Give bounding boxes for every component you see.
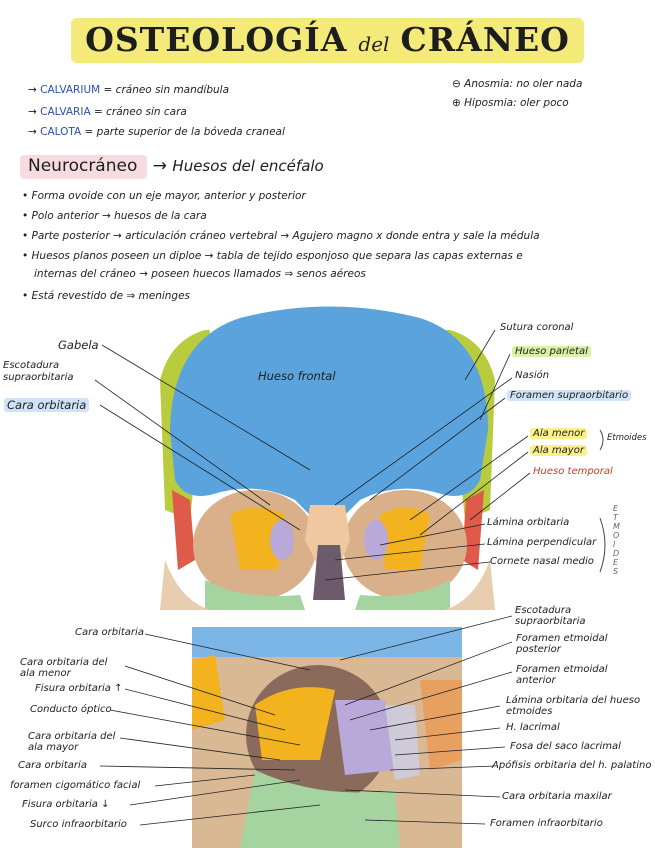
label-hueso-frontal: Hueso frontal [258,369,336,383]
label-cara-orbitaria: Cara orbitaria [4,398,89,412]
label-orbit-ala-mayor: Cara orbitaria del ala mayor [28,731,123,753]
label-sutura-coronal: Sutura coronal [500,322,573,333]
label-foramen-supraorbitario-wrap: Foramen supraorbitario [507,390,631,401]
label-ala-menor-wrap: Ala menor [530,428,587,439]
label-orbit-cara-orbitaria: Cara orbitaria [75,627,144,638]
label-escotadura-supraorbitaria: Escotadura supraorbitaria [3,360,98,384]
ethmoid-left-shape [270,520,294,560]
label-orbit-apofisis-palatino: Apófisis orbitaria del h. palatino [492,760,651,771]
label-hueso-parietal-wrap: Hueso parietal [512,346,591,357]
label-orbit-escotadura: Escotadura supraorbitaria [515,605,630,627]
label-orbit-fisura-superior: Fisura orbitaria ↑ [35,683,122,694]
label-orbit-fosa-saco-lacrimal: Fosa del saco lacrimal [510,741,621,752]
label-orbit-ala-menor: Cara orbitaria del ala menor [20,657,125,679]
label-hueso-parietal: Hueso parietal [512,346,591,357]
label-gabela: Gabela [58,338,99,352]
label-orbit-cara-maxilar: Cara orbitaria maxilar [502,791,612,802]
label-orbit-lamina-orbitaria: Lámina orbitaria del hueso etmoides [506,695,641,717]
frontal-bone-shape [170,307,488,521]
label-orbit-foramen-etmoidal-posterior: Foramen etmoidal posterior [516,633,626,655]
label-etmoides-vertical: ETMOIDES [613,504,621,576]
label-orbit-conducto-optico: Conducto óptico [30,704,112,715]
label-orbit-fisura-inferior: Fisura orbitaria ↓ [22,799,109,810]
label-lamina-perpendicular: Lámina perpendicular [487,537,596,548]
label-cornete-nasal-medio: Cornete nasal medio [490,556,594,567]
label-etmoides-small: Etmoides [607,433,647,443]
label-orbit-foramen-etmoidal-anterior: Foramen etmoidal anterior [516,664,626,686]
label-ala-mayor-wrap: Ala mayor [530,445,587,456]
label-orbit-foramen-cigomatico: foramen cigomático facial [10,780,140,791]
ethmoid-right-shape [364,520,388,560]
nasal-cavity-shape [313,545,345,600]
label-orbit-h-lacrimal: H. lacrimal [506,722,560,733]
label-cara-orbitaria-wrap: Cara orbitaria [4,398,89,412]
label-hueso-temporal: Hueso temporal [533,466,613,477]
label-lamina-orbitaria: Lámina orbitaria [487,517,569,528]
label-orbit-surco-infraorbitario: Surco infraorbitario [30,819,127,830]
label-ala-mayor: Ala mayor [530,445,587,456]
label-orbit-cara-orbitaria-2: Cara orbitaria [18,760,87,771]
label-foramen-supraorbitario: Foramen supraorbitario [507,390,631,401]
label-nasion: Nasión [515,370,549,381]
label-orbit-foramen-infraorbitario: Foramen infraorbitario [490,818,603,829]
label-ala-menor: Ala menor [530,428,587,439]
